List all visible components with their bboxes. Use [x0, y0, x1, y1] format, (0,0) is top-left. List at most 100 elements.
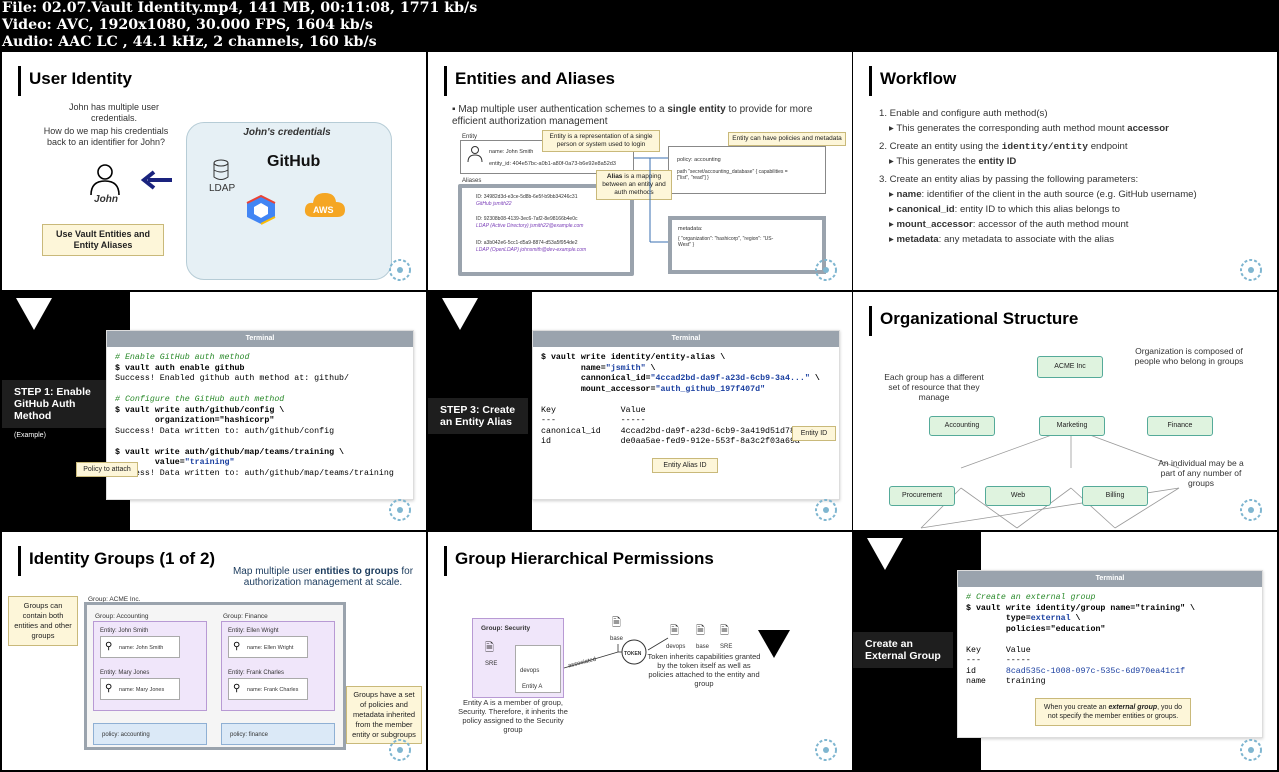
vault-logo-icon [815, 259, 837, 281]
vault-logo-icon [1240, 499, 1262, 521]
sre-policy-icon: 🗎 [485, 642, 494, 654]
entity-frank-label: Entity: Frank Charles [228, 670, 285, 676]
out-header: Key Value [541, 405, 646, 415]
policy-path: path "secret/accounting_database" { capa… [677, 169, 788, 181]
param-canonical-id: ▸ canonical_id: entity ID to which this … [889, 204, 1120, 215]
connector-lines [634, 157, 668, 243]
alias3-id: ID: a3b042e6-5cc1-d5a9-8874-d53a5f954de2 [476, 240, 578, 246]
vault-triangle-icon [16, 298, 52, 330]
policy-finance-box: policy: finance [221, 723, 335, 745]
cmd-2-post: \ [645, 363, 656, 373]
group-acme-label: Group: ACME Inc. [88, 596, 141, 603]
param-name: ▸ name: identifier of the client in the … [889, 189, 1197, 200]
slide-org-structure[interactable]: Organizational Structure Each group has … [853, 292, 1277, 530]
cmd-2-pre: name= [541, 363, 606, 373]
p1-rest: : identifier of the client in the auth s… [921, 189, 1197, 200]
user-icon: ⚲ [233, 641, 241, 652]
alias2-id: ID: 92308b08-4139-3ec6-7af2-8e98166b4e0c [476, 216, 578, 222]
entity-ellen-name: name: Ellen Wright [247, 645, 294, 651]
google-cloud-icon [246, 195, 276, 225]
metadata-body: { "organization": "hashicorp", "region":… [678, 236, 774, 248]
out-row-1-val: 8cad535c-1008-097c-535c-6d970ea41c1f [1005, 666, 1186, 676]
cmd-3-post: \ [809, 374, 820, 383]
caption-left: Entity A is a member of group, Security.… [458, 698, 568, 734]
out-row-1: canonical_id 4ccad2bd-da9f-a23d-6cb9-3a4… [541, 426, 800, 436]
note-policy: Policy to attach [76, 462, 138, 477]
group-finance-box: Entity: Ellen Wright ⚲ name: Ellen Wrigh… [221, 621, 335, 711]
item1-sub: ▸ This generates the corresponding auth … [889, 123, 1169, 134]
cmd-3-pre: cannonical_id= [541, 374, 651, 383]
devops-label: devops [520, 668, 540, 674]
bullet-pre: Map multiple user authentication schemes… [458, 104, 668, 115]
slide-entities-aliases[interactable]: Entities and Aliases ▪ Map multiple user… [428, 52, 852, 290]
terminal-window: Terminal # Enable GitHub auth method $ v… [106, 330, 414, 500]
entity-mary-name: name: Mary Jones [119, 687, 165, 693]
arrow-left-icon [140, 170, 172, 190]
slide-user-identity[interactable]: User Identity John has multiple user cre… [2, 52, 426, 290]
node-web: Web [985, 486, 1051, 506]
security-group-box: Group: Security 🗎 SRE devops Entity A [472, 618, 564, 698]
association-lines [563, 637, 669, 669]
cmd-3-val: "4ccad2bd-da9f-a23d-6cb9-3a4..." [650, 374, 810, 383]
slide-step3-alias[interactable]: STEP 3: Create an Entity Alias Terminal … [428, 292, 852, 530]
p2-bold: canonical_id [896, 204, 955, 215]
alias1-src: GitHub jsmith22 [476, 201, 512, 207]
slide-external-group[interactable]: Create an External Group Terminal # Crea… [853, 532, 1277, 770]
terminal-code: # Create an external group $ vault write… [958, 587, 1262, 694]
group-accounting-label: Group: Accounting [95, 613, 149, 620]
note-external: When you create an external group, you d… [1035, 698, 1191, 726]
out-3: Success! Data written to: auth/github/ma… [115, 468, 394, 478]
user-label: John [94, 194, 118, 205]
note-pre: When you create an [1043, 704, 1109, 711]
item2-post: endpoint [1088, 141, 1128, 152]
slide-group-hierarchy[interactable]: Group Hierarchical Permissions Group: Se… [428, 532, 852, 770]
desc-bold: entities to groups [314, 566, 399, 577]
base-policy-icon: 🗎 [612, 617, 621, 629]
cmd-4-pre: mount_accessor= [541, 384, 656, 394]
slide-workflow[interactable]: Workflow 1. Enable and configure auth me… [853, 52, 1277, 290]
token-label: TOKEN [624, 651, 642, 657]
policy-box: policy: accounting path "secret/accounti… [668, 146, 826, 194]
p2-rest: : entity ID to which this alias belongs … [954, 204, 1120, 215]
cmd-2-val: "jsmith" [605, 363, 646, 373]
workflow-item-3: 3. Create an entity alias by passing the… [879, 174, 1259, 246]
ldap-label: LDAP [209, 183, 236, 194]
item2-pre: 2. Create an entity using the [879, 141, 1002, 152]
credentials-panel: John's credentials LDAP GitHub AWS [186, 122, 392, 280]
item1-sub-pre: This generates the corresponding auth me… [896, 123, 1128, 134]
note-groups-policies: Groups have a set of policies and metada… [346, 686, 422, 744]
alias1-id: ID: 34982d3d-e3ce-5d8b-6e5f-b9bb34246c31 [476, 194, 578, 200]
cmd-3b-val: "training" [184, 458, 235, 467]
vault-triangle-icon [758, 630, 790, 658]
policy-accounting-box: policy: accounting [93, 723, 207, 745]
entity-a-box: devops Entity A [515, 645, 561, 693]
item1-sub-bold: accessor [1127, 123, 1169, 134]
slide-identity-groups[interactable]: Identity Groups (1 of 2) Map multiple us… [2, 532, 426, 770]
aws-label: AWS [313, 205, 334, 215]
cmd-1: $ vault write identity/entity-alias \ [541, 353, 726, 362]
alias2-src: LDAP (Active Directory) jsmith22@example… [476, 223, 584, 229]
policy-sre-icon: 🗎 [720, 625, 729, 637]
policy-base-label: base [696, 644, 710, 650]
comment-1: # Enable GitHub auth method [115, 353, 250, 362]
cmd-2-post: \ [1070, 614, 1081, 623]
entity-ellen-box: ⚲ name: Ellen Wright [228, 636, 308, 658]
thumbnail-grid: User Identity John has multiple user cre… [0, 52, 1279, 772]
terminal-title: Terminal [107, 331, 413, 347]
cmd-3b-pre: value= [115, 458, 185, 467]
user-icon [467, 146, 483, 163]
entity-ellen-label: Entity: Ellen Wright [228, 628, 279, 634]
out-2: Success! Data written to: auth/github/co… [115, 426, 335, 436]
item2-sub-pre: This generates the [896, 156, 979, 167]
group-acme-box: Group: Accounting Entity: John Smith ⚲ n… [84, 602, 346, 750]
vault-logo-icon [1240, 739, 1262, 761]
vault-logo-icon [815, 499, 837, 521]
alias3-src: LDAP (OpenLDAP) johnsmith@dev-example.co… [476, 247, 587, 253]
p3-bold: mount_accessor [896, 219, 973, 230]
user-icon [90, 164, 120, 196]
vault-logo-icon [389, 499, 411, 521]
out-divider: --- ----- [966, 656, 1031, 665]
item1-text: 1. Enable and configure auth method(s) [879, 108, 1048, 119]
out-row-2: name training [966, 677, 1046, 686]
slide-step1-github[interactable]: STEP 1: Enable GitHub Auth Method (Examp… [2, 292, 426, 530]
